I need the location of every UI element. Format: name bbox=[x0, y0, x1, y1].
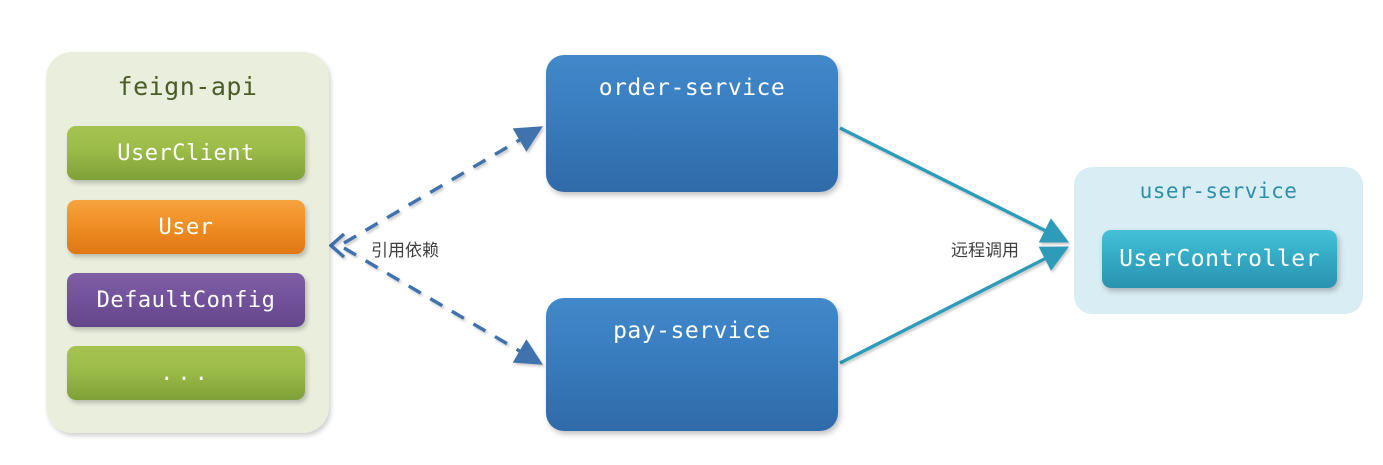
edge-remote-call-lower bbox=[839, 246, 1070, 365]
user-controller-component[interactable]: UserController bbox=[1102, 230, 1337, 288]
user-service-title: user-service bbox=[1139, 179, 1298, 203]
service-label: order-service bbox=[598, 75, 786, 101]
feign-item-ellipsis[interactable]: ... bbox=[67, 346, 305, 400]
service-label: pay-service bbox=[613, 318, 771, 344]
feign-item-defaultconfig[interactable]: DefaultConfig bbox=[67, 273, 305, 327]
feign-item-user[interactable]: User bbox=[67, 200, 305, 254]
feign-api-panel: feign-api UserClient User DefaultConfig … bbox=[46, 52, 329, 433]
service-box-order[interactable]: order-service bbox=[546, 55, 838, 192]
edge-label-remote-call: 远程调用 bbox=[951, 241, 1019, 261]
feign-item-label: ... bbox=[160, 360, 212, 386]
edge-remote-call-upper bbox=[839, 126, 1070, 243]
edge-reference-arrowhead bbox=[328, 232, 346, 259]
feign-api-title: feign-api bbox=[117, 72, 258, 101]
edge-reference-dependency-lower bbox=[343, 246, 543, 365]
feign-item-label: DefaultConfig bbox=[96, 287, 276, 313]
user-service-panel: user-service UserController bbox=[1074, 167, 1363, 314]
feign-item-userclient[interactable]: UserClient bbox=[67, 126, 305, 180]
user-controller-label: UserController bbox=[1119, 246, 1320, 272]
feign-item-label: UserClient bbox=[117, 140, 255, 166]
edge-reference-dependency-upper bbox=[343, 126, 543, 245]
feign-item-label: User bbox=[158, 214, 214, 240]
service-box-pay[interactable]: pay-service bbox=[546, 298, 838, 431]
edge-label-reference-dependency: 引用依赖 bbox=[371, 241, 439, 261]
